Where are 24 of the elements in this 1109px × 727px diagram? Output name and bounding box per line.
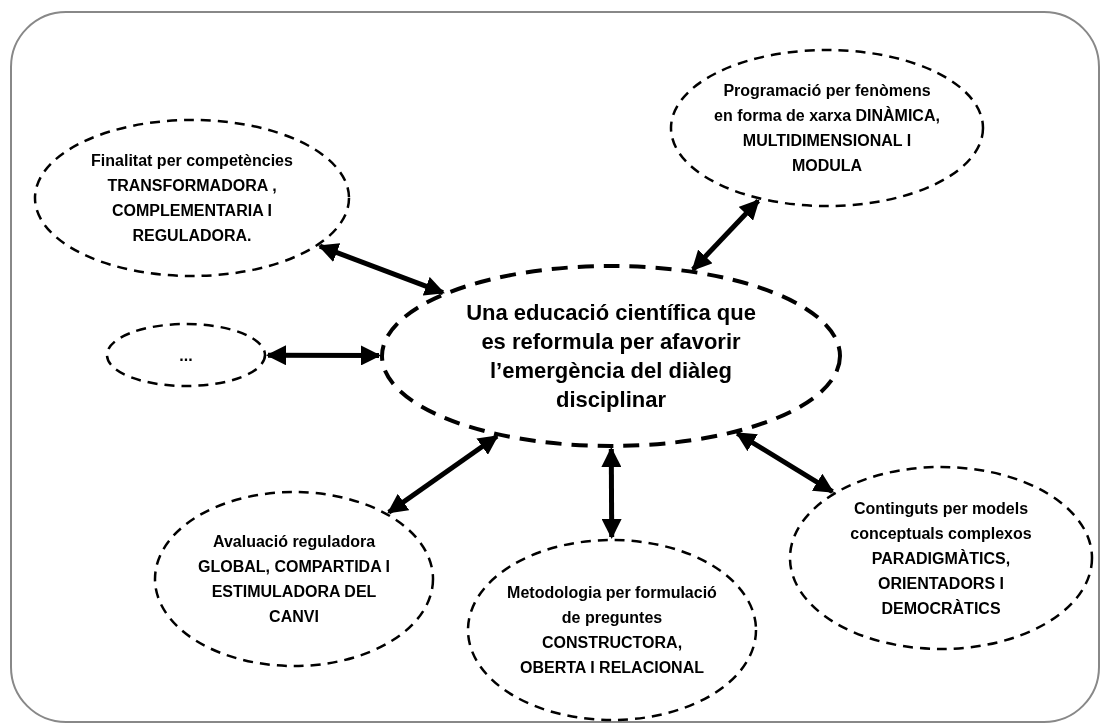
concept-text: CONSTRUCTORA, OBERTA I RELACIONAL [519, 633, 705, 678]
concept-text: PARADIGMÀTICS, ORIENTADORS I DEMOCRÀTICS [870, 548, 1012, 619]
concept-ellipse [107, 324, 265, 386]
concept-text: TRANSFORMADORA , COMPLEMENTARIA I REGULADORA. [106, 176, 278, 246]
concept-ellipse [671, 50, 983, 206]
concept-text: GLOBAL, COMPARTIDA I ESTIMULADORA DEL CANVI [197, 557, 391, 627]
concept-ellipse [468, 540, 756, 720]
concept-heading: Finalitat per competències [90, 151, 294, 171]
concept-ellipse [790, 467, 1092, 649]
concept-heading: Avaluació reguladora [211, 532, 377, 552]
concept-ellipse [35, 120, 349, 276]
double-arrow [387, 434, 499, 515]
double-arrow [691, 198, 760, 272]
double-arrow [735, 431, 835, 494]
concept-heading: Programació per fenòmens en forma de xarxa DINÀMICA, MULTIDIMENSIONAL I MODULA [713, 81, 941, 176]
double-arrow [601, 447, 622, 539]
concept-heading: Continguts per models conceptuals complexos [849, 498, 1033, 544]
central-concept-text: Una educació científica que es reformula per afavorir l’emergència del diàleg disciplinar [465, 299, 757, 414]
concept-ellipse [155, 492, 433, 666]
central-concept-ellipse [382, 266, 840, 446]
double-arrow [318, 243, 445, 296]
double-arrow [266, 345, 381, 366]
concept-heading: Metodologia per formulació de preguntes [507, 583, 717, 628]
concept-heading: ... [178, 345, 194, 366]
